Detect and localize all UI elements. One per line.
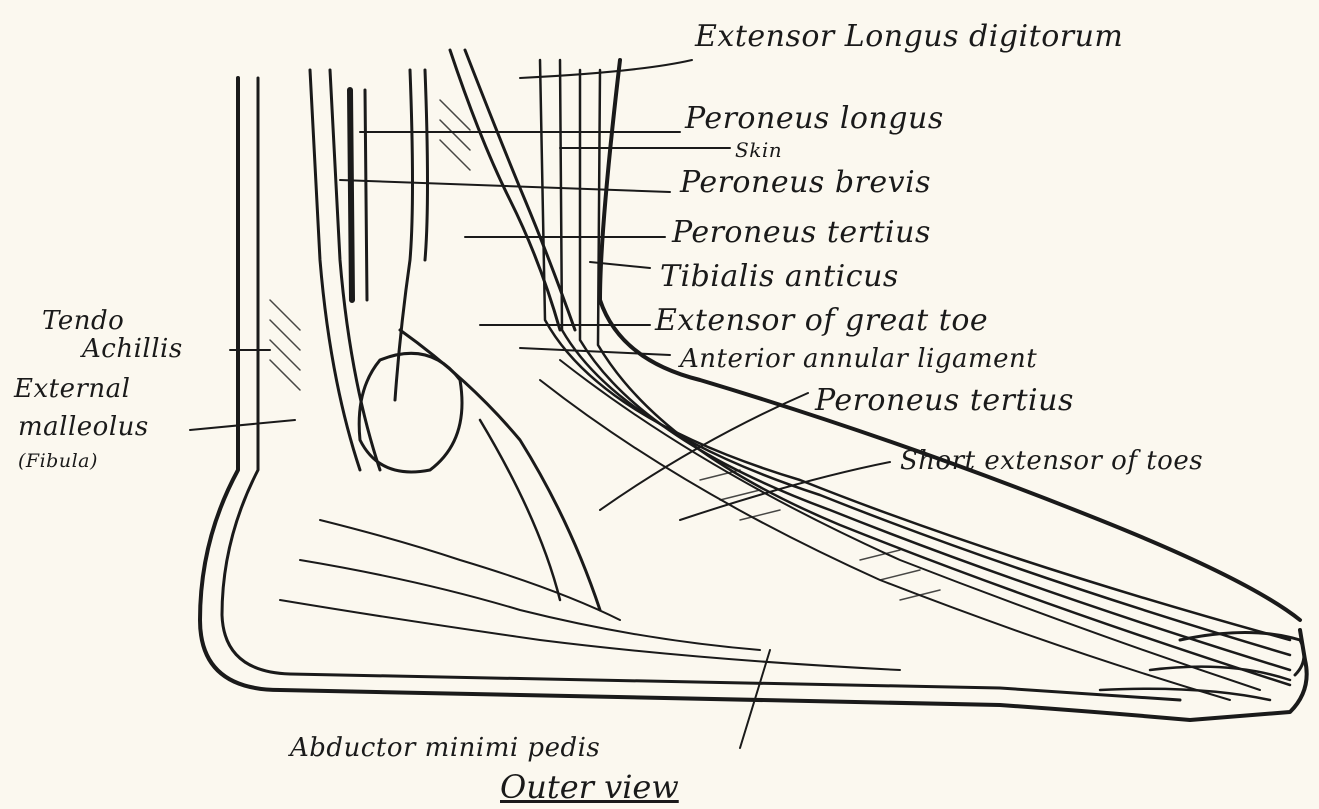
label-malleolus: malleolus: [18, 414, 149, 440]
label-peroneus-tertius-lower: Peroneus tertius: [815, 386, 1074, 416]
label-extensor-longus-digitorum: Extensor Longus digitorum: [695, 22, 1123, 52]
label-short-extensor-toes: Short extensor of toes: [900, 448, 1203, 474]
label-extensor-great-toe: Extensor of great toe: [655, 306, 988, 336]
label-anterior-annular-ligament: Anterior annular ligament: [680, 346, 1037, 372]
label-abductor-minimi-pedis: Abductor minimi pedis: [290, 735, 600, 761]
label-achillis: Achillis: [82, 336, 183, 362]
label-peroneus-brevis: Peroneus brevis: [680, 168, 931, 198]
label-fibula: (Fibula): [18, 452, 98, 471]
label-peroneus-tertius-upper: Peroneus tertius: [672, 218, 931, 248]
label-peroneus-longus: Peroneus longus: [685, 104, 944, 134]
label-tibialis-anticus: Tibialis anticus: [660, 262, 899, 292]
label-tendo: Tendo: [42, 308, 124, 334]
diagram-caption: Outer view: [500, 768, 679, 806]
label-external: External: [14, 376, 130, 402]
label-skin: Skin: [735, 140, 782, 160]
